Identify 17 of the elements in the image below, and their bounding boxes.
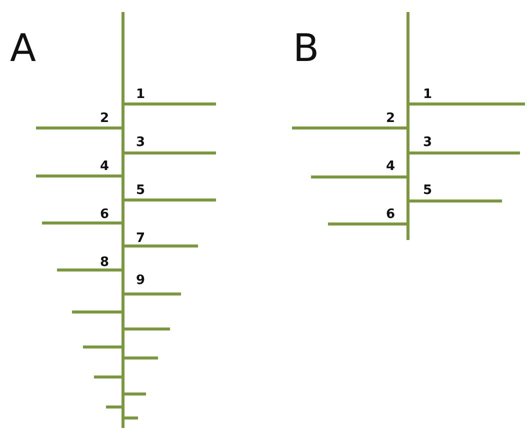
branch-number: 6	[386, 208, 396, 222]
branch-number: 7	[136, 232, 146, 246]
branch-number: 4	[100, 160, 110, 174]
branch-number: 1	[136, 88, 146, 102]
branch-number: 9	[136, 274, 146, 288]
branch-number: 8	[100, 256, 110, 270]
branch-number: 6	[100, 208, 110, 222]
panel-letter: B	[293, 28, 320, 68]
branch-number: 2	[100, 112, 110, 126]
branch-number: 5	[423, 184, 432, 198]
branch-number: 3	[136, 136, 146, 150]
branch-number: 5	[136, 184, 146, 198]
branch-number: 4	[386, 160, 396, 174]
branch-number: 2	[386, 112, 396, 126]
panel-letter: A	[10, 28, 36, 68]
branch-number: 1	[423, 88, 432, 102]
branch-number: 3	[423, 136, 432, 150]
